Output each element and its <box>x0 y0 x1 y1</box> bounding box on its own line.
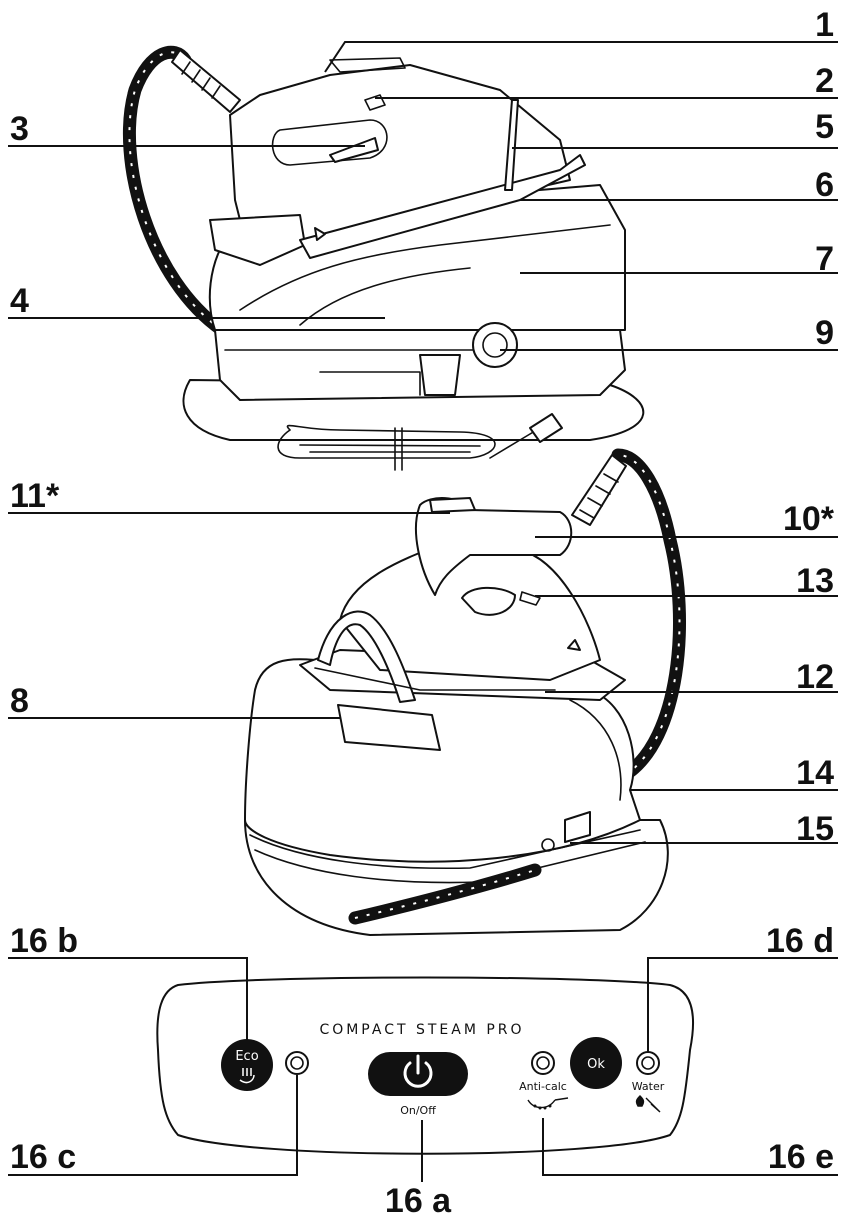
callout-9: 9 <box>815 314 834 352</box>
onoff-label: On/Off <box>400 1104 436 1117</box>
callout-7: 7 <box>815 240 834 278</box>
water-indicator-light <box>636 1051 660 1075</box>
shower-head-icon <box>527 1097 569 1110</box>
callout-14: 14 <box>796 754 834 792</box>
soleplate-top <box>299 154 586 259</box>
callout-8: 8 <box>10 682 29 720</box>
anticalc-indicator-light <box>531 1051 555 1075</box>
callout-16b: 16 b <box>10 922 78 960</box>
iron-body-bottom <box>339 544 601 681</box>
callout-16a: 16 a <box>385 1182 452 1220</box>
bottom-illustration <box>244 448 686 936</box>
callout-labels: 1 2 3 5 6 7 4 9 11* 10* 13 12 8 14 15 16… <box>10 6 835 1220</box>
water-level-window <box>337 704 441 751</box>
anticalc-label: Anti-calc <box>519 1080 567 1093</box>
callout-12: 12 <box>796 658 834 696</box>
power-icon <box>403 1054 433 1088</box>
water-label: Water <box>632 1080 665 1093</box>
handle-lock <box>429 497 476 513</box>
control-panel: COMPACT STEAM PRO Eco On/Off Anti-calc <box>156 976 694 1155</box>
ok-button-label: Ok <box>587 1057 605 1072</box>
power-cord <box>277 424 496 459</box>
water-drop-icon <box>635 1095 661 1113</box>
eco-indicator-light <box>285 1051 309 1075</box>
iron-heel <box>209 214 306 266</box>
steam-icon <box>239 1068 255 1084</box>
callout-5: 5 <box>815 108 834 146</box>
callout-15: 15 <box>796 810 834 848</box>
callout-13: 13 <box>796 562 834 600</box>
callout-4: 4 <box>10 282 29 320</box>
hose-connector-bottom <box>571 454 627 526</box>
callout-1: 1 <box>815 6 834 44</box>
steam-trigger <box>329 137 379 163</box>
hose-connector <box>171 49 241 113</box>
iron-lock-lever <box>504 99 519 191</box>
brand-label: COMPACT STEAM PRO <box>319 1022 524 1038</box>
callout-3: 3 <box>10 110 29 148</box>
callout-2: 2 <box>815 62 834 100</box>
lock-arch <box>317 610 416 703</box>
hose-bottom <box>611 448 686 782</box>
eco-button-label: Eco <box>235 1049 258 1064</box>
top-illustration <box>122 45 645 471</box>
ok-button[interactable]: Ok <box>570 1037 622 1089</box>
callout-16c: 16 c <box>10 1138 76 1176</box>
callout-16d: 16 d <box>766 922 834 960</box>
calc-collector-cover <box>564 811 591 843</box>
callout-10: 10* <box>783 500 835 538</box>
callout-11: 11* <box>10 477 60 515</box>
callout-6: 6 <box>815 166 834 204</box>
leader-lines <box>8 41 838 1182</box>
thermostat-dial <box>461 586 516 616</box>
hose-top <box>122 45 229 337</box>
thermostat-light <box>364 94 386 111</box>
power-button[interactable] <box>368 1052 468 1096</box>
cord-wrap <box>348 863 542 925</box>
tank-cap-ring <box>472 322 518 368</box>
eco-button[interactable]: Eco <box>221 1039 273 1091</box>
callout-16e: 16 e <box>768 1138 834 1176</box>
